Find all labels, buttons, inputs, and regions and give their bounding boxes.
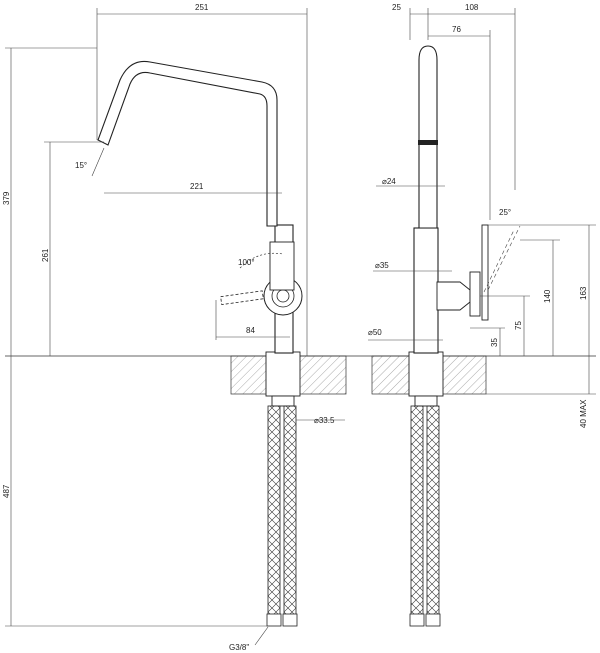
dim-height-163: 163 [579, 286, 588, 300]
side-hose-right [426, 405, 440, 617]
dim-hose-length: 487 [2, 484, 11, 498]
dim-spout-reach: 221 [190, 182, 204, 191]
dim-overall-height: 379 [2, 191, 11, 205]
front-dimensions: 251 221 379 261 84 15° 100° 487 ⌀33.5 G3… [2, 3, 345, 652]
side-dimensions: 25 108 76 ⌀24 ⌀35 ⌀50 25° 163 140 75 35 … [368, 3, 596, 428]
dim-height-75: 75 [514, 321, 523, 330]
dim-spout-angle: 15° [75, 161, 87, 170]
side-spout [418, 45, 438, 229]
front-hose-left [267, 405, 281, 617]
dim-height-35: 35 [490, 338, 499, 347]
front-hose-right [283, 405, 297, 617]
dim-side-reach-inner: 76 [452, 25, 461, 34]
dim-fitting-diameter: ⌀33.5 [314, 416, 335, 425]
dim-height-140: 140 [543, 289, 552, 303]
side-body-column [413, 227, 439, 354]
dim-side-reach-outer: 108 [465, 3, 479, 12]
dim-hose-thread: G3/8" [229, 643, 249, 652]
dim-base-diameter: ⌀50 [368, 328, 382, 337]
side-view [371, 45, 521, 627]
dim-spout-tube-diameter: ⌀24 [382, 177, 396, 186]
front-spout [97, 60, 278, 227]
side-lever [436, 281, 471, 311]
dim-spout-height: 261 [41, 248, 50, 262]
dim-lever-rotation: 100° [238, 258, 255, 267]
dim-lever-angle: 25° [499, 208, 511, 217]
front-view [97, 60, 347, 627]
dim-side-offset: 25 [392, 3, 401, 12]
side-hose-left [410, 405, 424, 617]
dim-lever-reach: 84 [246, 326, 255, 335]
dim-overall-width: 251 [195, 3, 209, 12]
dim-body-diameter: ⌀35 [375, 261, 389, 270]
dim-max-deck: 40 MAX [579, 399, 588, 428]
